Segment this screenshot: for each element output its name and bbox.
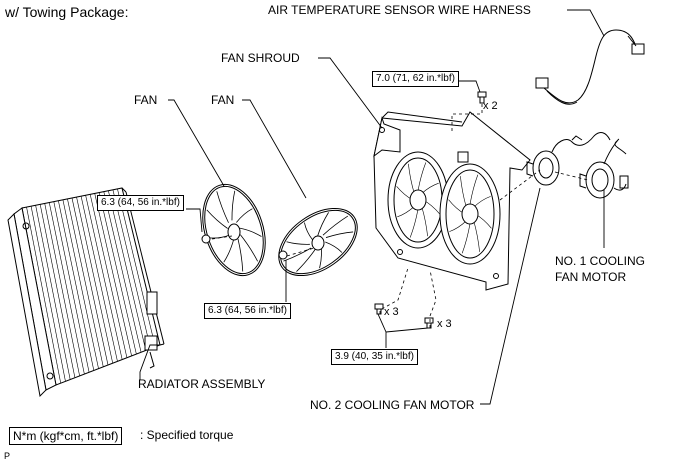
label-no1-motor-line2: FAN MOTOR (555, 270, 627, 284)
leader-lines (139, 9, 605, 405)
bolts (374, 91, 487, 329)
label-fan-right: FAN (211, 93, 235, 107)
label-no1-motor-line1: NO. 1 COOLING (555, 254, 646, 268)
legend-torque-box: N*m (kgf*cm, ft.*lbf) (9, 427, 123, 445)
torque-box-shroud-top: 7.0 (71, 62 in.*lbf) (372, 71, 459, 87)
no2-fan-motor-drawing (526, 132, 611, 186)
footer-mark: P (4, 451, 11, 461)
label-radiator: RADIATOR ASSEMBLY (138, 377, 266, 391)
torque-box-fan-left: 6.3 (64, 56 in.*lbf) (97, 195, 184, 211)
torque-box-shroud-bottom: 3.9 (40, 35 in.*lbf) (331, 349, 418, 365)
label-fan-left: FAN (134, 93, 158, 107)
label-air-temp-harness: AIR TEMPERATURE SENSOR WIRE HARNESS (268, 3, 531, 17)
legend-text: : Specified torque (140, 428, 234, 442)
air-temp-harness-drawing (535, 29, 645, 105)
fan-left-drawing (201, 183, 266, 277)
page-title: w/ Towing Package: (5, 4, 129, 20)
bolt-bottom-right (424, 317, 434, 329)
label-no2-motor: NO. 2 COOLING FAN MOTOR (310, 398, 475, 412)
torque-box-fan-right: 6.3 (64, 56 in.*lbf) (204, 303, 291, 319)
bolt-bottom-left (374, 303, 384, 315)
radiator-assembly-drawing (7, 187, 165, 398)
label-fan-shroud: FAN SHROUD (221, 51, 300, 65)
multiplier-top: x 2 (483, 100, 498, 112)
dashed-guides (211, 104, 589, 328)
bolt-shroud-top (477, 91, 487, 104)
multiplier-bottom-right: x 3 (437, 318, 452, 330)
fan-right-drawing (278, 207, 358, 277)
multiplier-bottom-left: x 3 (384, 306, 399, 318)
no1-fan-motor-drawing (579, 138, 629, 199)
fan-shroud-drawing (373, 111, 531, 291)
